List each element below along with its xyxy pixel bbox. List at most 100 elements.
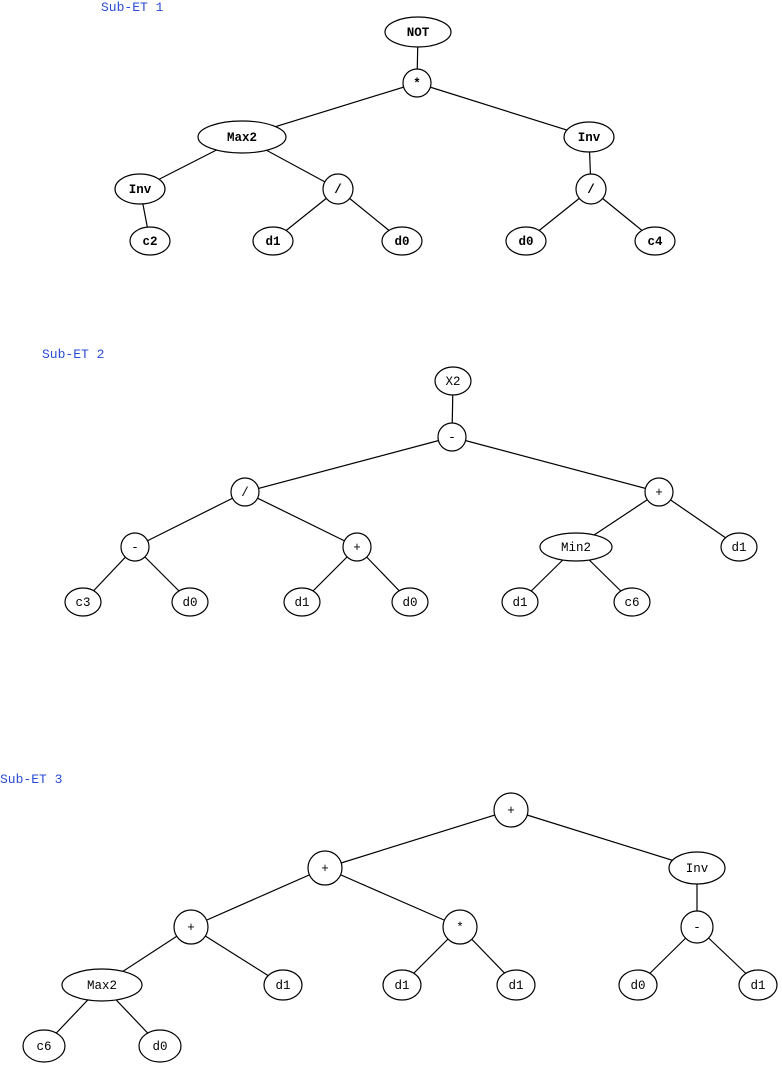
node-ellipse (493, 792, 529, 828)
tree-node-c6: c6 (613, 587, 651, 617)
node-label: X2 (445, 375, 460, 389)
node-label: - (693, 921, 701, 935)
node-label: d1 (508, 979, 523, 993)
node-label: c2 (142, 235, 157, 249)
node-label: c4 (647, 235, 663, 249)
node-ellipse (283, 587, 321, 617)
tree-edge (451, 436, 660, 493)
node-label: + (187, 921, 195, 935)
tree-edge (510, 809, 698, 869)
node-label: d0 (518, 235, 533, 249)
tree-node-c4: c4 (634, 226, 676, 256)
tree-node-divide: / (322, 173, 354, 205)
node-label: NOT (407, 26, 430, 40)
tree-node-inv: Inv (563, 121, 615, 153)
node-label: c3 (75, 596, 90, 610)
tree-node-plus: + (307, 850, 343, 886)
node-ellipse (634, 226, 676, 256)
node-ellipse (173, 909, 209, 945)
node-ellipse (613, 587, 651, 617)
node-label: d0 (182, 596, 197, 610)
node-ellipse (563, 121, 615, 153)
node-label: d1 (394, 979, 409, 993)
tree-node-d1: d1 (501, 587, 539, 617)
tree-node-plus: + (493, 792, 529, 828)
node-ellipse (22, 1029, 66, 1063)
node-ellipse (197, 120, 287, 154)
node-ellipse (120, 532, 150, 562)
node-label: + (321, 862, 329, 876)
tree-node-d0: d0 (381, 226, 423, 256)
node-ellipse (539, 532, 613, 562)
tree-title-sub-et-3: Sub-ET 3 (0, 772, 63, 787)
tree-node-plus: + (644, 477, 674, 507)
node-ellipse (381, 226, 423, 256)
tree-edge (416, 82, 590, 138)
node-ellipse (322, 173, 354, 205)
tree-node-times: * (442, 909, 478, 945)
node-label: / (241, 486, 249, 500)
tree-node-not: NOT (384, 16, 452, 48)
tree-node-d0: d0 (171, 587, 209, 617)
node-label: c6 (36, 1040, 51, 1054)
tree-title-sub-et-2: Sub-ET 2 (42, 347, 105, 362)
tree-edge (134, 491, 246, 548)
tree-edge (324, 867, 461, 928)
node-ellipse (738, 969, 778, 1001)
node-label: + (655, 486, 663, 500)
tree-node-d1: d1 (263, 969, 303, 1001)
node-ellipse (138, 1029, 182, 1063)
node-ellipse (496, 969, 536, 1001)
tree-node-d0: d0 (138, 1029, 182, 1063)
tree-node-plus: + (342, 532, 372, 562)
tree-node-d1: d1 (283, 587, 321, 617)
node-label: * (456, 921, 464, 935)
node-label: Inv (578, 131, 601, 145)
tree-node-c2: c2 (129, 226, 171, 256)
node-label: d1 (275, 979, 290, 993)
node-label: / (334, 183, 342, 197)
node-ellipse (720, 532, 758, 562)
node-label: d0 (152, 1040, 167, 1054)
node-ellipse (171, 587, 209, 617)
tree-node-d1: d1 (496, 969, 536, 1001)
node-ellipse (129, 226, 171, 256)
node-label: - (448, 431, 456, 445)
node-label: + (353, 541, 361, 555)
node-ellipse (252, 226, 294, 256)
tree-node-d1: d1 (738, 969, 778, 1001)
node-ellipse (382, 969, 422, 1001)
node-label: c6 (624, 596, 639, 610)
tree-node-d0: d0 (391, 587, 429, 617)
node-ellipse (64, 587, 102, 617)
node-label: - (131, 541, 139, 555)
node-label: Min2 (561, 541, 591, 555)
tree-node-times: * (402, 68, 432, 98)
tree-node-c6: c6 (22, 1029, 66, 1063)
tree-node-c3: c3 (64, 587, 102, 617)
tree-node-inv: Inv (114, 173, 166, 205)
node-label: d1 (294, 596, 309, 610)
node-label: Max2 (227, 131, 257, 145)
tree-edge (244, 491, 358, 548)
node-label: Max2 (87, 979, 117, 993)
node-label: d0 (630, 979, 645, 993)
node-ellipse (437, 422, 467, 452)
node-ellipse (680, 910, 714, 944)
node-label: d1 (750, 979, 765, 993)
node-label: Inv (129, 183, 152, 197)
node-ellipse (391, 587, 429, 617)
node-ellipse (644, 477, 674, 507)
node-label: + (507, 804, 515, 818)
node-ellipse (307, 850, 343, 886)
tree-node-max2: Max2 (197, 120, 287, 154)
node-ellipse (618, 969, 658, 1001)
node-ellipse (61, 968, 143, 1002)
node-ellipse (402, 68, 432, 98)
node-label: * (413, 77, 421, 91)
tree-node-minus: - (680, 910, 714, 944)
tree-node-divide: / (230, 477, 260, 507)
